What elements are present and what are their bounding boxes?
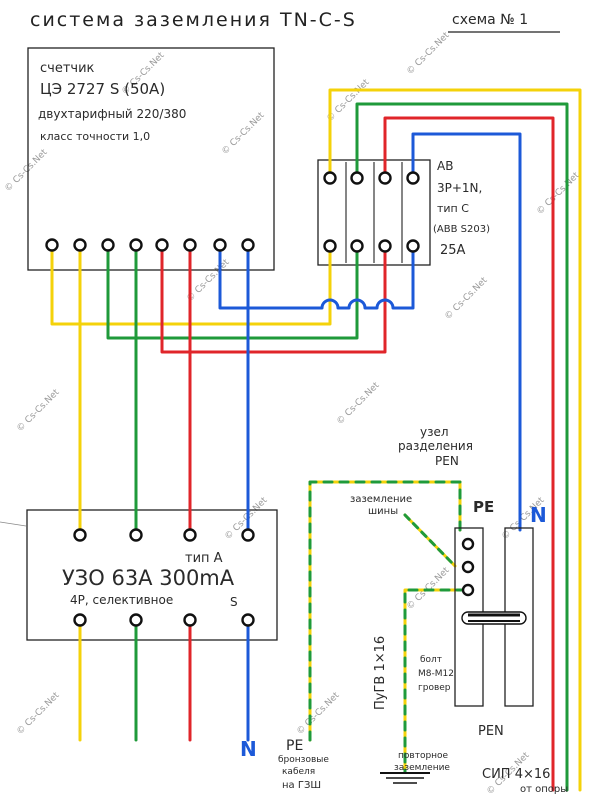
node-title-2: разделения: [398, 439, 473, 453]
wire-input-blue: [411, 132, 522, 532]
watermark: © Cs-Cs.Net: [405, 30, 452, 77]
bolt-label-3: гровер: [418, 683, 451, 693]
watermark: © Cs-Cs.Net: [185, 257, 232, 304]
meter-terminal: [101, 238, 115, 252]
n-bottom-label: N: [240, 737, 257, 761]
wire-pe-bus-green: [403, 513, 457, 568]
bus-terminal: [461, 560, 475, 574]
meter-terminal: [241, 238, 255, 252]
ground-icon: [380, 772, 430, 784]
breaker-label: АВ: [437, 159, 453, 173]
rcd-poles: 4P, селективное: [70, 593, 173, 607]
wires: [50, 88, 582, 792]
rcd-rating: УЗО 63A 300mA: [62, 566, 235, 590]
pe-bottom-sub-1: бронзовые: [278, 755, 329, 765]
node-title-3: PEN: [435, 454, 459, 468]
bus-label-2: шины: [368, 506, 398, 517]
meter-terminal: [45, 238, 59, 252]
terminals: [45, 171, 475, 627]
breaker-terminal: [406, 239, 420, 253]
repeat-earth-label-2: заземление: [394, 763, 450, 773]
bus-terminal: [461, 537, 475, 551]
meter-terminal: [213, 238, 227, 252]
watermark: © Cs-Cs.Net: [15, 387, 62, 434]
watermark: © Cs-Cs.Net: [15, 690, 62, 737]
meter-tariff: двухтарифный 220/380: [38, 107, 186, 121]
sip-source-label: от опоры: [520, 784, 568, 795]
wire-breaker-meter-green: [106, 243, 359, 340]
rcd-terminal: [129, 528, 143, 542]
rcd-box: [26, 509, 278, 641]
rcd-terminal: [183, 613, 197, 627]
pe-bottom-sub-2: кабеля: [282, 767, 315, 777]
pen-label: PEN: [478, 724, 504, 739]
bus-label-1: заземление: [350, 494, 412, 505]
rcd-terminal: [183, 528, 197, 542]
bolt-label-1: болт: [420, 655, 442, 665]
breaker-terminal: [350, 239, 364, 253]
wire-breaker-meter-blue: [218, 243, 415, 310]
meter-terminal: [155, 238, 169, 252]
breaker-current: 25A: [440, 243, 466, 258]
wire-repeat-green: [403, 588, 467, 774]
meter-title: счетчик: [40, 61, 95, 76]
breaker-terminal: [350, 171, 364, 185]
rcd-terminal: [73, 528, 87, 542]
breaker-box: [317, 159, 431, 266]
watermark: © Cs-Cs.Net: [535, 170, 582, 217]
wire-input-red: [383, 116, 555, 792]
diagram-title: система заземления TN-C-S: [30, 9, 357, 31]
watermark: © Cs-Cs.Net: [325, 77, 372, 124]
sip-label: СИП 4×16: [482, 767, 550, 782]
wire-input-yellow: [328, 88, 582, 792]
watermark: © Cs-Cs.Net: [220, 110, 267, 157]
breaker-model: (ABB S203): [433, 224, 490, 235]
n-label: N: [530, 503, 547, 527]
repeat-earth-label-1: повторное: [398, 751, 449, 761]
breaker-terminal: [406, 171, 420, 185]
rcd-type: тип A: [185, 551, 223, 566]
meter-terminal: [183, 238, 197, 252]
meter-terminal: [73, 238, 87, 252]
bolt-label-2: M8-M12: [418, 669, 454, 679]
pe-bottom-label: PE: [286, 738, 303, 754]
scheme-label: схема № 1: [448, 12, 560, 33]
rcd-terminal: [241, 613, 255, 627]
meter-terminal: [129, 238, 143, 252]
breaker-type: тип C: [437, 202, 469, 215]
meter-model: ЦЭ 2727 S (50A): [40, 80, 165, 98]
watermark: © Cs-Cs.Net: [443, 275, 490, 322]
rcd-terminal: [241, 528, 255, 542]
bus-terminal: [461, 583, 475, 597]
watermark: © Cs-Cs.Net: [295, 690, 342, 737]
meter-accuracy: класс точности 1,0: [40, 130, 150, 143]
node-title-1: узел: [420, 425, 449, 439]
pugv-cable-label: ПуГВ 1×16: [373, 636, 388, 710]
wire-pe-main-green: [308, 480, 462, 742]
wire-input-green: [355, 102, 569, 792]
wire-repeat-yellow: [403, 588, 467, 774]
watermarks: © Cs-Cs.Net © Cs-Cs.Net © Cs-Cs.Net © Cs…: [3, 30, 582, 797]
meter-box: [27, 47, 275, 271]
pe-bottom-sub-3: на ГЗШ: [282, 780, 321, 791]
watermark: © Cs-Cs.Net: [3, 147, 50, 194]
breaker-terminal: [323, 171, 337, 185]
rcd-terminal: [73, 613, 87, 627]
breaker-poles: 3P+1N,: [437, 181, 482, 195]
pe-label: PE: [473, 498, 494, 516]
breaker-terminal: [378, 171, 392, 185]
scheme-number: схема № 1: [452, 12, 528, 28]
rcd-terminal: [129, 613, 143, 627]
watermark: © Cs-Cs.Net: [335, 380, 382, 427]
breaker-terminal: [378, 239, 392, 253]
rcd-selective-mark: S: [230, 595, 238, 609]
breaker-terminal: [323, 239, 337, 253]
